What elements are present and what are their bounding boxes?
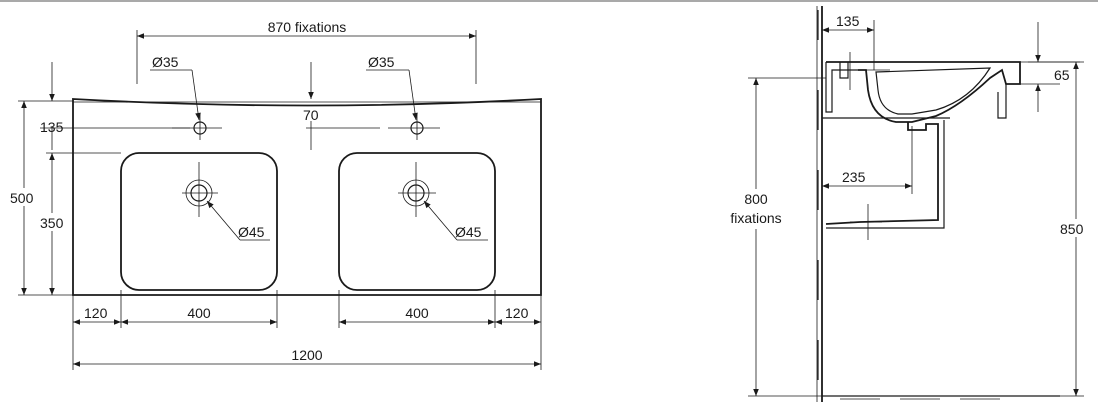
dim-bowl-depth: 350 <box>38 152 121 295</box>
dim-tap-offset: 70 <box>303 62 380 150</box>
label-right-tap-hole: Ø35 <box>368 54 395 70</box>
waste-center-mark <box>850 204 882 240</box>
label-bowl-depth: 350 <box>40 215 64 231</box>
label-tap-depth: 135 <box>40 119 64 135</box>
label-total-width: 1200 <box>291 347 322 363</box>
dim-left-tap-hole: Ø35 <box>150 54 201 121</box>
waste-pipe-inner <box>826 120 945 229</box>
label-right-bowl-width: 400 <box>405 305 429 321</box>
basin-back <box>825 62 858 113</box>
front-view: 870 fixations Ø35 Ø35 70 135 <box>8 19 542 370</box>
dim-side-tap-offset: 135 <box>822 13 890 90</box>
dim-total-height: 850 <box>1020 61 1094 397</box>
label-side-tap-offset: 135 <box>836 13 860 29</box>
basin-inner <box>875 67 992 115</box>
countertop-outline <box>72 98 542 296</box>
label-left-tap-hole: Ø35 <box>152 54 179 70</box>
dim-total-depth: 500 <box>8 100 73 296</box>
label-total-height: 850 <box>1060 221 1084 237</box>
dim-fixation-height: 800 fixations <box>722 77 826 397</box>
dim-left-drain: Ø45 <box>206 200 270 241</box>
label-fixation-height-word: fixations <box>730 210 781 226</box>
label-total-depth: 500 <box>10 190 34 206</box>
label-left-drain: Ø45 <box>238 224 265 240</box>
basin-profile <box>826 61 1021 123</box>
dim-bottom-widths: 120 400 400 120 1200 <box>72 290 542 370</box>
left-basin <box>120 152 278 291</box>
label-left-bowl-width: 400 <box>187 305 211 321</box>
label-rim-height: 65 <box>1054 67 1070 83</box>
dim-rim-height: 65 <box>1020 22 1080 112</box>
dim-tap-depth: 135 <box>40 62 190 150</box>
right-drain <box>398 162 436 217</box>
side-view: 135 65 235 800 fixations <box>722 6 1094 402</box>
dim-right-drain: Ø45 <box>423 200 488 241</box>
dim-right-tap-hole: Ø35 <box>366 54 418 121</box>
label-right-margin: 120 <box>505 305 529 321</box>
label-waste-offset: 235 <box>842 169 866 185</box>
right-basin <box>338 152 496 291</box>
label-tap-offset: 70 <box>303 107 319 123</box>
right-tap-hole <box>388 114 440 140</box>
basin-lip <box>997 84 1007 119</box>
left-drain <box>182 162 218 217</box>
label-right-drain: Ø45 <box>455 224 482 240</box>
label-left-margin: 120 <box>84 305 108 321</box>
label-fixation-spacing: 870 fixations <box>268 19 347 35</box>
left-tap-hole <box>172 114 222 140</box>
dim-fixation-spacing: 870 fixations <box>136 19 477 84</box>
dim-waste-offset: 235 <box>822 126 913 194</box>
label-fixation-height-value: 800 <box>744 191 768 207</box>
